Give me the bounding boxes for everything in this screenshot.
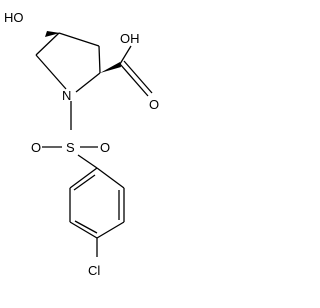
bond-ring-4-5: [96, 221, 125, 239]
nitrogen-label: N: [62, 88, 71, 103]
wedge-bond-c2-cooh: [100, 62, 121, 73]
bond-cooh-c-o-b: [123, 60, 153, 94]
bond-cooh-c-oh: [119, 45, 132, 65]
carboxyl-label: OH: [120, 31, 140, 46]
sulfonyl-oxygen-left-label: O: [31, 140, 41, 155]
bond-n-c5: [35, 54, 67, 90]
chlorine-label: Cl: [88, 263, 100, 278]
bond-s-ring: [77, 154, 98, 169]
bonds: [35, 32, 153, 257]
carbonyl-oxygen-label: O: [149, 97, 159, 112]
sulfur-label: S: [66, 140, 75, 155]
hashed-wedge-bond-c4-oh: [45, 31, 60, 37]
sulfonyl-oxygen-right-label: O: [100, 140, 110, 155]
bond-ring-6-1: [96, 167, 125, 189]
bond-ring-inner-a: [73, 174, 96, 191]
bond-ring-3-4: [69, 221, 98, 239]
hydroxyl-label: HO: [4, 10, 24, 25]
bond-ring-inner-b: [74, 220, 98, 234]
bond-cooh-c-o-a: [119, 63, 149, 97]
bond-c3-c2: [98, 45, 101, 74]
molecule-structure: HO OH O N S O O Cl: [4, 10, 159, 278]
bond-c4-c3: [58, 32, 100, 47]
bond-ring-1-2: [69, 167, 98, 189]
bond-c5-c4: [35, 32, 60, 56]
bond-c2-n: [75, 72, 101, 93]
